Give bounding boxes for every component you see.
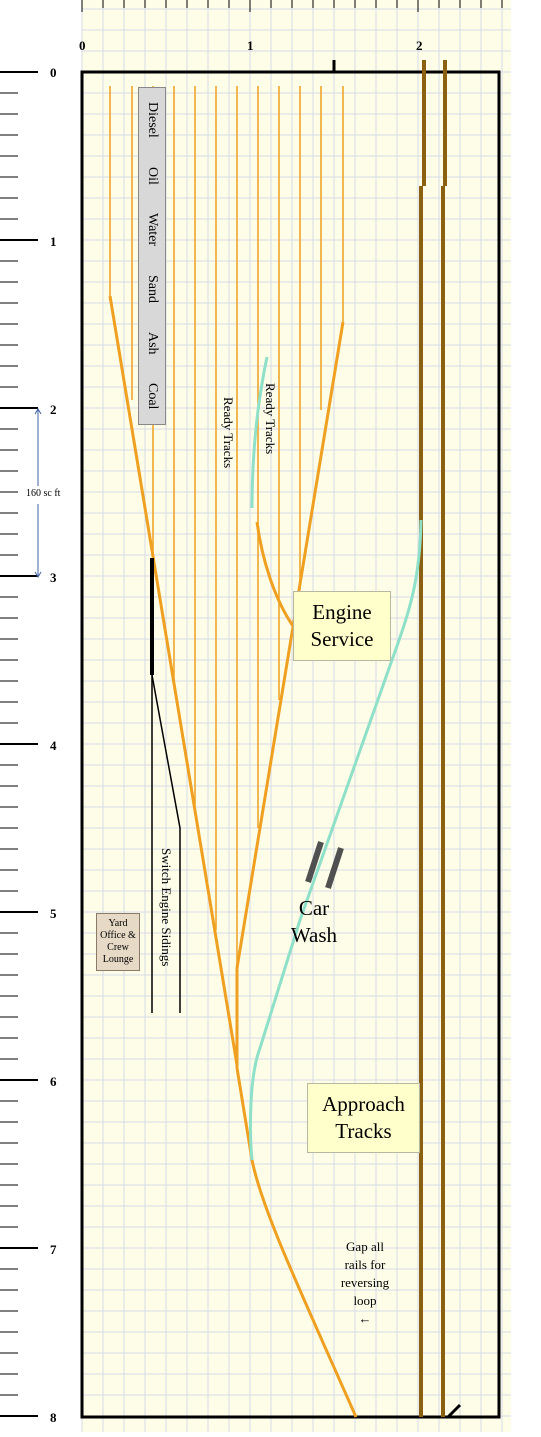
approach-track-orange (235, 1067, 358, 1418)
gap-note-line2: rails for (344, 1257, 386, 1272)
gap-note-line3: reversing (340, 1275, 390, 1290)
car-wash-bar-left (305, 841, 324, 883)
reversing-loop-track (248, 519, 423, 1161)
y-axis-label-5: 5 (50, 906, 57, 921)
yard-office-line4: Lounge (102, 954, 134, 965)
mainline-tracks (419, 60, 462, 1419)
switch-engine-sidings-label: Switch Engine Sidings (159, 848, 174, 967)
ready-tracks-label-right: Ready Tracks (263, 383, 278, 455)
car-wash-icon (305, 841, 344, 889)
gap-note-line1: Gap all (346, 1239, 384, 1254)
supply-water: Water (145, 213, 160, 247)
car-wash-bar-right (325, 847, 344, 889)
engine-service-line1: Engine (312, 600, 372, 624)
ladder-right (235, 321, 345, 1068)
car-wash-line1: Car (298, 896, 330, 920)
ready-tracks-label-left: Ready Tracks (221, 397, 236, 469)
switch-engine-sidings (150, 558, 181, 1013)
supply-coal: Coal (145, 383, 160, 410)
x-axis-label-0: 0 (79, 38, 86, 53)
y-axis-label-2: 2 (50, 402, 57, 417)
engine-service-label: Engine Service (293, 591, 391, 661)
y-axis-label-0: 0 (50, 65, 57, 80)
engine-supplies-building: Diesel Oil Water Sand Ash Coal (138, 87, 166, 425)
ladder-left (108, 295, 239, 1066)
gap-note-line4: loop (353, 1293, 377, 1308)
gap-note-arrow: ← (358, 1311, 372, 1326)
yard-ladder (108, 295, 358, 1418)
dimension-arrow-bottom (34, 571, 42, 578)
supply-oil: Oil (145, 166, 160, 185)
y-axis-label-7: 7 (50, 1242, 57, 1257)
x-axis-label-2: 2 (416, 38, 423, 53)
supply-diesel: Diesel (145, 102, 160, 139)
gap-note: Gap all rails for reversing loop ← (330, 1238, 400, 1328)
yard-office-line2: Office & (100, 930, 136, 941)
y-axis-label-6: 6 (50, 1074, 57, 1089)
approach-tracks-line1: Approach (322, 1092, 405, 1116)
siding-right (151, 674, 181, 1013)
car-wash-line2: Wash (290, 923, 338, 947)
engine-service-lead (255, 521, 295, 627)
dimension-arrow-top (34, 408, 42, 415)
y-axis-label-1: 1 (50, 234, 57, 249)
yard-office-building: Yard Office & Crew Lounge (96, 913, 140, 971)
layout-boundary (80, 70, 501, 1419)
car-wash-label: Car Wash (284, 895, 344, 949)
approach-tracks-line2: Tracks (335, 1119, 392, 1143)
dimension-label: 160 sc ft (26, 488, 61, 499)
mint-spur (250, 356, 269, 509)
rulers (0, 0, 503, 1417)
rail-gap-mark (446, 1403, 462, 1419)
approach-tracks-label: Approach Tracks (307, 1083, 420, 1153)
reversing-loop (248, 356, 423, 1161)
y-axis-label-4: 4 (50, 738, 57, 753)
y-axis-label-3: 3 (50, 570, 57, 585)
x-axis-label-1: 1 (247, 38, 254, 53)
dimension-line (34, 408, 42, 578)
supply-sand: Sand (145, 275, 160, 304)
y-axis-label-8: 8 (50, 1410, 57, 1425)
yard-office-line1: Yard (108, 918, 128, 929)
engine-service-line2: Service (310, 627, 374, 651)
yard-office-line3: Crew (107, 942, 129, 953)
supply-ash: Ash (145, 331, 160, 355)
grid (81, 0, 511, 1432)
